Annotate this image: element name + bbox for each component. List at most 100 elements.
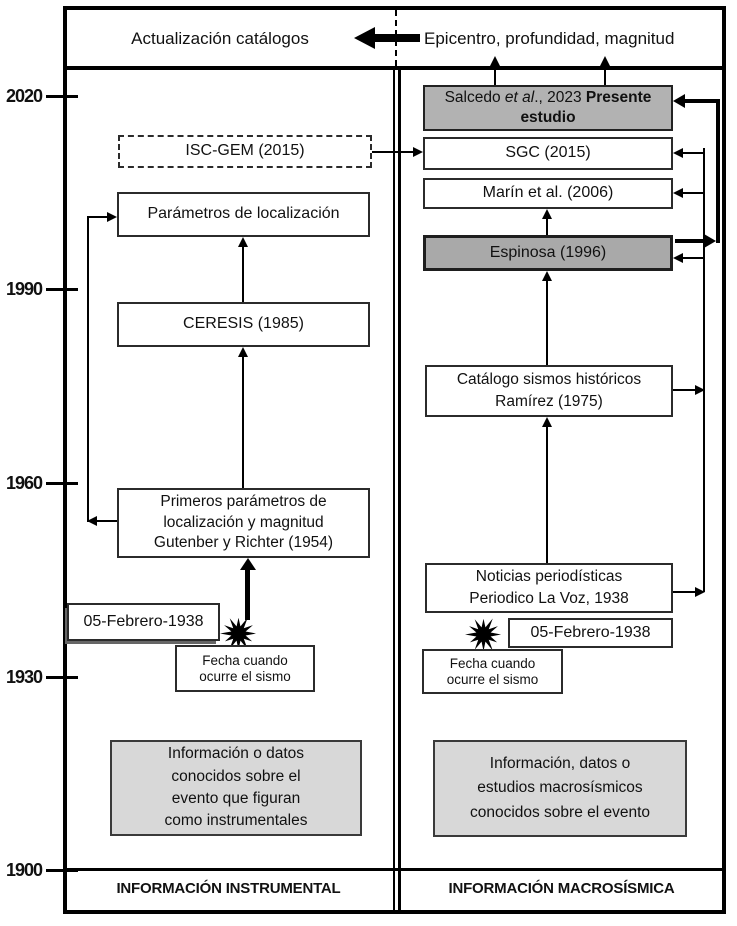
ramirez-to-bus-shaft [673, 389, 695, 391]
earthquake-burst-icon [465, 618, 502, 652]
espinosa-out-head [704, 234, 716, 248]
noticias-line1: Noticias periodísticas [475, 567, 623, 585]
timeline-tick [46, 288, 78, 291]
box-primeros-line2: localización y magnitud [163, 513, 324, 531]
noticias-line2: Periodico La Voz, 1938 [469, 590, 629, 607]
footer-separator-line [63, 868, 726, 871]
box-marin: Marín et al. (2006) [423, 178, 673, 209]
info-instr-line3: evento que figuran [171, 790, 301, 807]
panel-divider-thick [398, 70, 401, 914]
arrow-ceresis-to-parametros-shaft [242, 246, 244, 302]
arrow-ramirez-to-espinosa-head [542, 271, 552, 281]
feedback-arrow-into-parametros [107, 212, 117, 222]
timeline-year-label: 2020 [5, 86, 43, 106]
header-separator-line [63, 66, 726, 70]
timeline-tick [46, 869, 78, 872]
box-isc-gem: ISC-GEM (2015) [118, 135, 372, 168]
arrow-noticias-to-ramirez-shaft [546, 426, 548, 563]
bus-to-sgc-shaft [681, 152, 704, 154]
box-primeros-line1: Primeros parámetros de [160, 492, 327, 510]
earthquake-burst-icon [220, 617, 257, 651]
box-salcedo-label: Salcedo et al., 2023 Presente estudio [425, 88, 671, 128]
box-catalogo-ramirez: Catálogo sismos históricos Ramírez (1975… [425, 365, 673, 417]
arrow-salcedo-to-header2-head [600, 56, 610, 66]
bus-to-espinosa-head [673, 253, 683, 263]
box-primeros-parametros: Primeros parámetros de localización y ma… [117, 488, 370, 558]
arrow-salcedo-to-header-head [490, 56, 500, 66]
timeline-year-label: 1900 [5, 860, 43, 880]
timeline-year-label: 1990 [5, 279, 43, 299]
box-fecha-macrosismica: 05-Febrero-1938 [508, 618, 673, 648]
bus-to-sgc-head [673, 148, 683, 158]
espinosa-to-salcedo-top-shaft [684, 99, 717, 103]
box-ceresis: CERESIS (1985) [117, 302, 370, 347]
box-sgc-label: SGC (2015) [505, 144, 591, 162]
info-instr-line4: como instrumentales [164, 812, 308, 830]
fecha-nota-line2: ocurre el sismo [199, 668, 291, 684]
timeline-tick [46, 95, 78, 98]
arrow-iscgem-to-sgc-head [413, 147, 423, 157]
fecha-nota-macro-line1: Fecha cuando [449, 655, 536, 671]
header-right-label: Epicentro, profundidad, magnitud [424, 29, 675, 48]
salcedo-text-bold: Presente estudio [520, 88, 652, 126]
feedback-line-vertical [87, 216, 89, 522]
salcedo-text-mid: ., 2023 [534, 88, 582, 106]
box-fecha-instrumental-label: 05-Febrero-1938 [83, 612, 204, 630]
timeline-tick [46, 482, 78, 485]
box-parametros-localizacion: Parámetros de localización [117, 192, 370, 237]
bus-to-espinosa-shaft [681, 257, 704, 259]
feedback-line-bottom-shaft [97, 520, 117, 522]
box-fecha-instrumental: 05-Febrero-1938 [67, 603, 220, 641]
espinosa-out-shaft [675, 239, 706, 243]
box-fecha-nota-macrosismica: Fecha cuando ocurre el sismo [422, 649, 563, 694]
box-fecha-nota-instrumental: Fecha cuando ocurre el sismo [175, 645, 315, 692]
box-info-macrosismica: Información, datos o estudios macrosísmi… [433, 740, 687, 837]
box-isc-gem-label: ISC-GEM (2015) [185, 142, 305, 160]
timeline-tick [46, 676, 78, 679]
box-espinosa: Espinosa (1996) [423, 235, 673, 271]
footer-label-macrosismica: INFORMACIÓN MACROSÍSMICA [448, 880, 675, 897]
bus-line-vertical [703, 148, 705, 592]
box-noticias: Noticias periodísticas Periodico La Voz,… [425, 563, 673, 613]
arrow-primeros-to-ceresis-head [238, 347, 248, 357]
arrow-ramirez-to-espinosa-shaft [546, 280, 548, 365]
box-sgc: SGC (2015) [423, 137, 673, 170]
arrow-ceresis-to-parametros-head [238, 237, 248, 247]
header-left-arrow-shaft [374, 34, 420, 42]
catalogo-line1: Catálogo sismos históricos [456, 370, 642, 388]
fecha-nota-macro-line2: ocurre el sismo [446, 671, 539, 687]
box-fecha-macro-label: 05-Febrero-1938 [530, 623, 651, 641]
panel-divider-thin [393, 70, 395, 914]
arrow-sismo-to-primeros-shaft [245, 569, 250, 620]
noticias-to-bus-shaft [673, 591, 695, 593]
noticias-to-bus-head [695, 587, 705, 597]
arrow-salcedo-to-header-shaft [494, 66, 496, 85]
box-parametros-label: Parámetros de localización [147, 205, 340, 223]
timeline-year-label: 1960 [5, 473, 43, 493]
salcedo-text-pre: Salcedo [444, 88, 501, 106]
arrow-salcedo-to-header2-shaft [604, 66, 606, 85]
header-left-arrow-icon [354, 27, 375, 49]
box-info-instrumental: Información o datos conocidos sobre el e… [110, 740, 362, 836]
salcedo-text-etal: et al [500, 88, 535, 106]
arrow-primeros-to-ceresis-shaft [242, 356, 244, 488]
catalogo-line2: Ramírez (1975) [495, 393, 603, 410]
bus-to-marin-head [673, 188, 683, 198]
box-primeros-line3: Gutenber y Richter (1954) [153, 534, 334, 552]
feedback-line-top-shaft [89, 216, 109, 218]
info-instr-line2: conocidos sobre el [171, 767, 301, 785]
bus-to-marin-shaft [681, 192, 704, 194]
ramirez-to-bus-head [695, 385, 705, 395]
timeline-year-label: 1930 [5, 667, 43, 687]
info-macro-line2: estudios macrosísmicos [477, 779, 643, 797]
info-macro-line3: conocidos sobre el evento [469, 803, 651, 821]
fecha-nota-line1: Fecha cuando [202, 652, 288, 668]
arrow-sismo-to-primeros-head [240, 558, 256, 570]
footer-label-instrumental: INFORMACIÓN INSTRUMENTAL [116, 880, 341, 897]
header-left-label: Actualización catálogos [131, 29, 309, 48]
arrow-espinosa-to-marin-head [542, 209, 552, 219]
box-salcedo: Salcedo et al., 2023 Presente estudio [423, 85, 673, 131]
info-instr-line1: Información o datos [167, 745, 305, 763]
box-marin-label: Marín et al. (2006) [482, 184, 614, 202]
espinosa-to-salcedo-head [673, 94, 685, 108]
